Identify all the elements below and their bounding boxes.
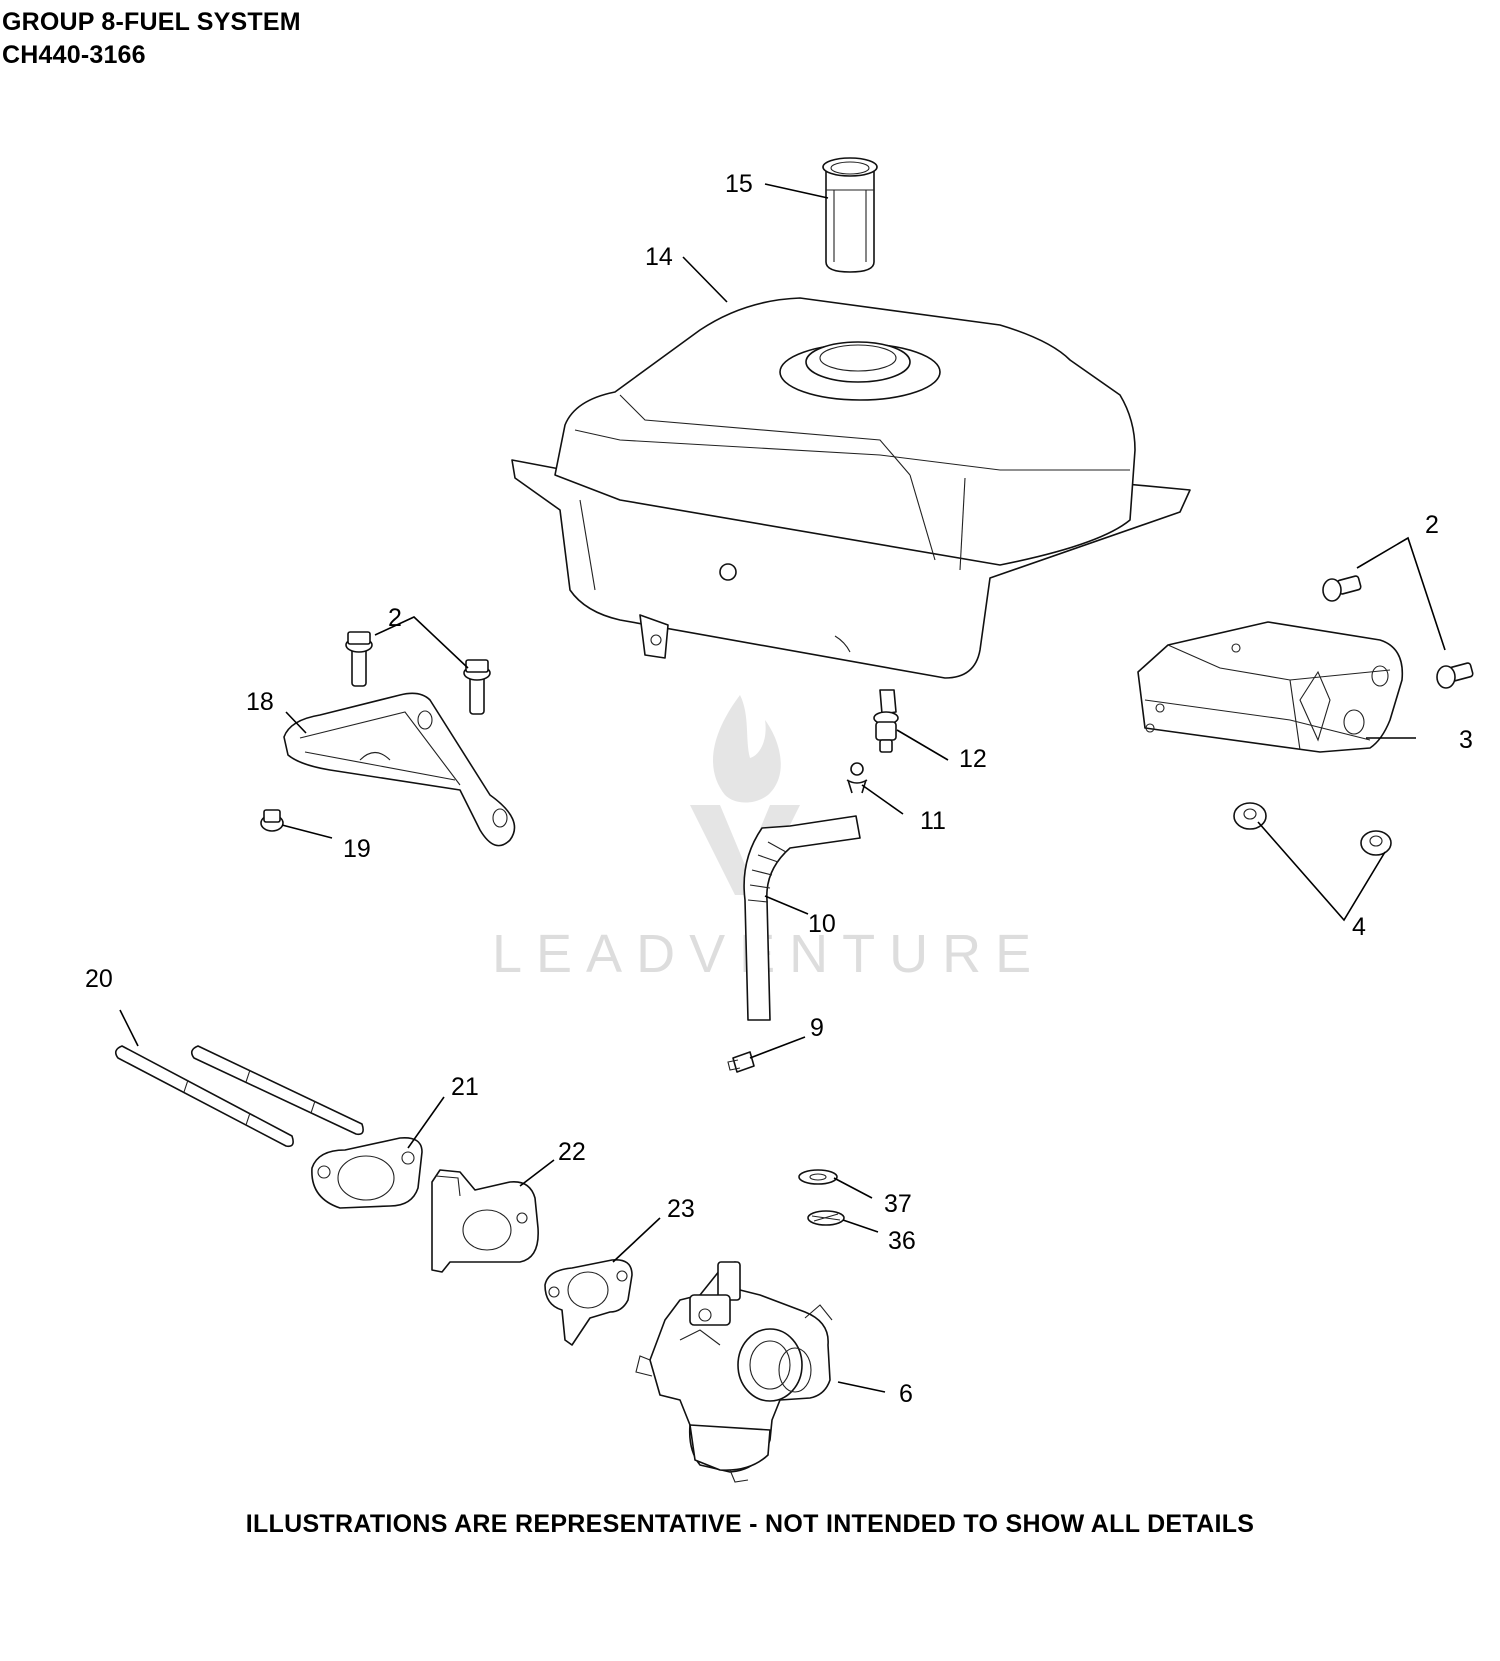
callout-12: 12 bbox=[959, 745, 987, 773]
bolt-part-left-2 bbox=[463, 659, 491, 715]
callout-22: 22 bbox=[558, 1138, 586, 1166]
callout-10: 10 bbox=[808, 910, 836, 938]
shutoff-valve-part bbox=[873, 689, 899, 753]
bolt-part-left-1 bbox=[345, 631, 373, 687]
bolt-part-right-lower bbox=[1436, 662, 1474, 689]
callout-36: 36 bbox=[888, 1227, 916, 1255]
carburetor-part bbox=[635, 1261, 833, 1483]
callout-2-left: 2 bbox=[388, 604, 402, 632]
carburetor-gasket-part bbox=[544, 1258, 633, 1346]
callout-20: 20 bbox=[85, 965, 113, 993]
callout-9: 9 bbox=[810, 1014, 824, 1042]
callout-21: 21 bbox=[451, 1073, 479, 1101]
callout-3: 3 bbox=[1459, 726, 1473, 754]
callout-37: 37 bbox=[884, 1190, 912, 1218]
callout-6: 6 bbox=[899, 1380, 913, 1408]
callout-labels: 15 14 2 3 4 12 11 10 9 2 18 19 20 21 22 … bbox=[85, 170, 1473, 1408]
model-number: CH440-3166 bbox=[2, 41, 146, 69]
callout-11: 11 bbox=[920, 807, 946, 835]
filter-screen-part bbox=[807, 1210, 845, 1226]
intake-gasket-part bbox=[311, 1136, 423, 1209]
clip-part bbox=[846, 762, 868, 794]
hose-clamp-part bbox=[727, 1051, 755, 1073]
callout-14: 14 bbox=[645, 243, 673, 271]
carburetor-spacer-part bbox=[431, 1169, 539, 1273]
diagram-title: GROUP 8-FUEL SYSTEM bbox=[2, 8, 301, 36]
callout-15: 15 bbox=[725, 170, 753, 198]
screw-part bbox=[260, 809, 284, 832]
bolt-part-right-upper bbox=[1322, 575, 1362, 602]
leader-lines bbox=[119, 183, 1446, 1393]
fuel-line-part bbox=[743, 815, 861, 1021]
tank-bracket-part bbox=[1137, 621, 1404, 753]
callout-2-right: 2 bbox=[1425, 511, 1439, 539]
callout-19: 19 bbox=[343, 835, 371, 863]
fuel-strainer-part bbox=[822, 157, 878, 273]
disclaimer-footer: ILLUSTRATIONS ARE REPRESENTATIVE - NOT I… bbox=[245, 1510, 1255, 1538]
tank-support-part bbox=[283, 692, 516, 847]
retainer-clip-part bbox=[798, 1169, 838, 1185]
stud-part-2 bbox=[190, 1045, 364, 1136]
grommet-part-2 bbox=[1360, 830, 1392, 856]
callout-23: 23 bbox=[667, 1195, 695, 1223]
diagram-header: GROUP 8-FUEL SYSTEM CH440-3166 bbox=[2, 6, 301, 72]
stud-part-1 bbox=[114, 1045, 294, 1148]
fuel-tank-part bbox=[511, 297, 1191, 679]
callout-18: 18 bbox=[246, 688, 274, 716]
callout-4: 4 bbox=[1352, 913, 1366, 941]
watermark-flame-icon bbox=[713, 695, 781, 803]
